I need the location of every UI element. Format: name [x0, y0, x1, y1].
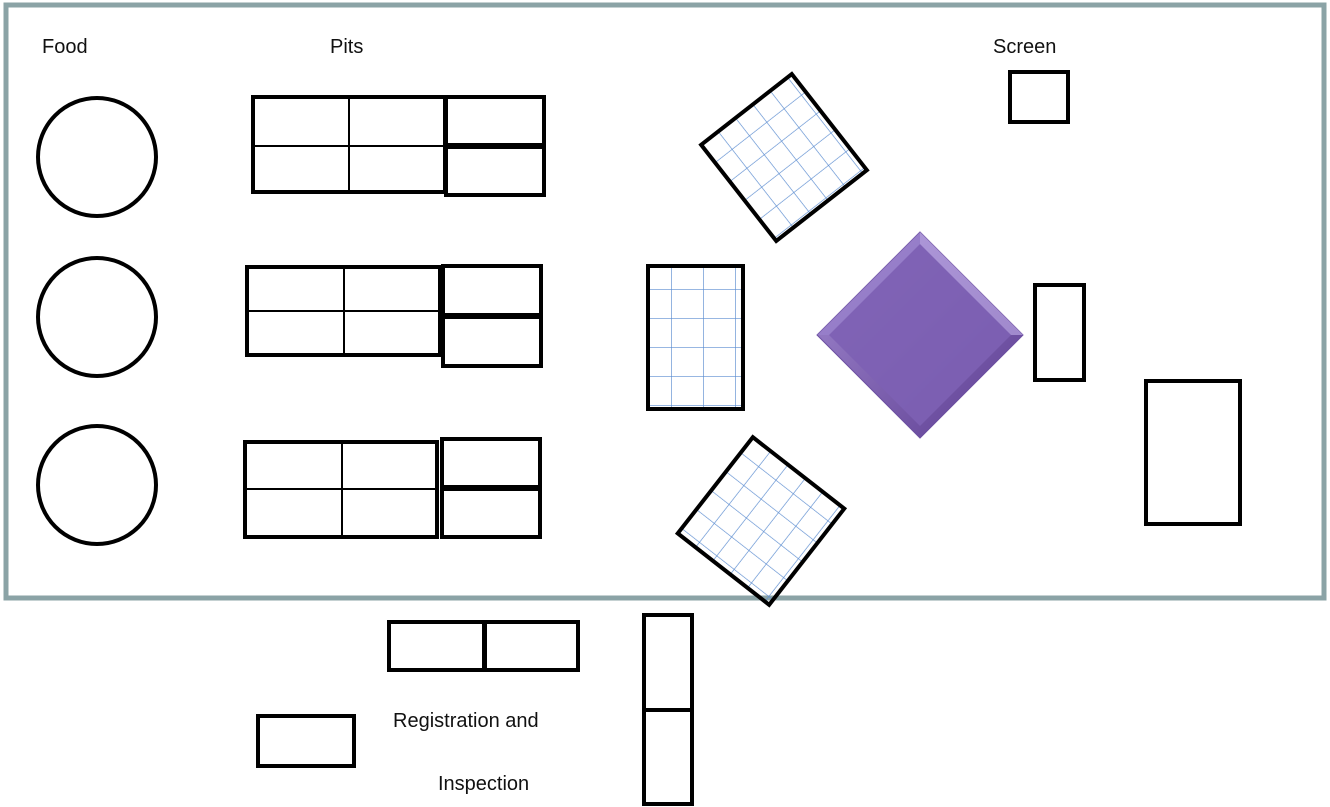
pit-box [440, 487, 542, 539]
screen-heading: Screen [993, 36, 1056, 58]
food-circle-icon [36, 256, 158, 378]
large-table [1144, 379, 1242, 526]
pit-box [441, 315, 543, 368]
food-stations [36, 96, 158, 546]
registration-tables [256, 613, 694, 806]
center-diamond-icon [816, 231, 1024, 439]
pit-group-1 [251, 95, 546, 197]
food-heading: Food [42, 36, 88, 58]
registration-label-line2: Inspection [438, 773, 529, 795]
registration-label-line1: Registration and [393, 710, 539, 732]
pit-box [440, 437, 542, 489]
grid-table-top [698, 71, 870, 244]
screen-box [1008, 70, 1070, 124]
pit-group-2 [245, 264, 543, 368]
side-table [1033, 283, 1086, 382]
pit-box [444, 95, 546, 147]
inspection-table [642, 613, 694, 712]
pit-box [441, 264, 543, 317]
pits-heading: Pits [330, 36, 363, 58]
pit-box [444, 145, 546, 197]
food-circle-icon [36, 96, 158, 218]
venue-boundary [3, 2, 1327, 601]
registration-table [387, 620, 486, 672]
registration-table [483, 620, 580, 672]
inspection-table [642, 708, 694, 806]
grid-table-middle [646, 264, 745, 411]
food-circle-icon [36, 424, 158, 546]
pit-group-3 [243, 437, 542, 539]
grid-table-bottom [674, 434, 848, 608]
inspection-table [256, 714, 356, 768]
